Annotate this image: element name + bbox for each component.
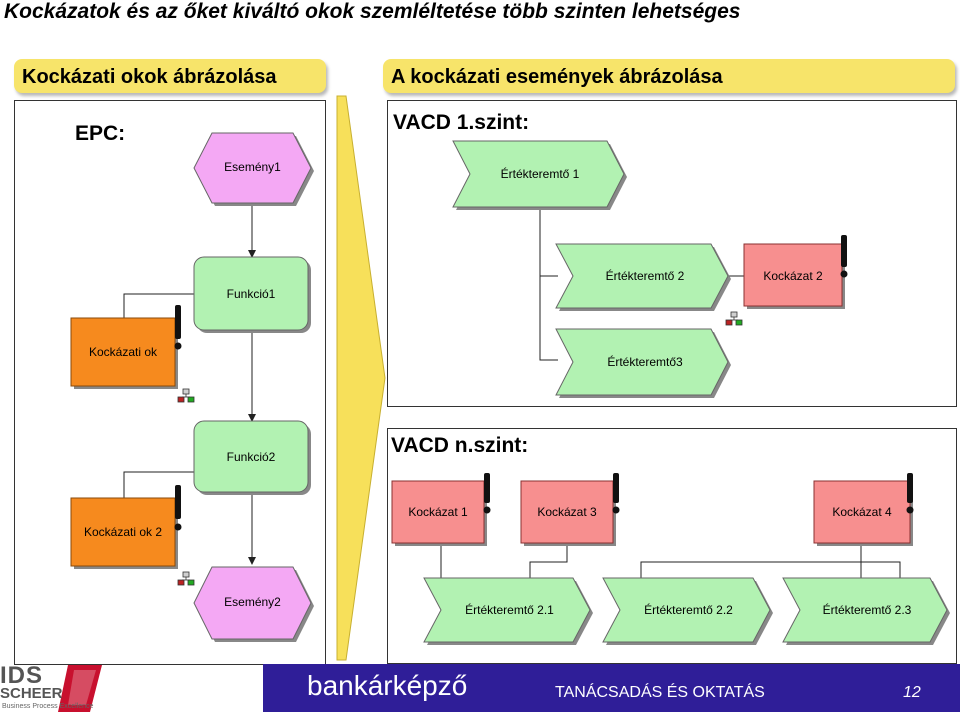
value-creator3-shape: [555, 328, 731, 398]
edge-function1-riskcause1: [123, 293, 194, 318]
risk2-shape: [743, 243, 845, 309]
edge-vc1-vc3: [539, 207, 558, 361]
risk3-shape: [520, 480, 616, 546]
footer-bar: bankárképző TANÁCSADÁS ÉS OKTATÁS 12: [263, 664, 960, 712]
right-section-header-text: A kockázati események ábrázolása: [391, 66, 723, 88]
value-creator21-shape: [423, 577, 593, 645]
exclamation-icon: [174, 485, 182, 531]
footer-tagline: TANÁCSADÁS ÉS OKTATÁS: [555, 684, 765, 701]
right-section-header: A kockázati események ábrázolása: [383, 59, 955, 93]
exclamation-icon: [906, 473, 914, 514]
page-title: Kockázatok és az őket kiváltó okok szeml…: [4, 0, 741, 23]
footer-brand: bankárképző: [307, 670, 468, 701]
vacd-level1-label: VACD 1.szint:: [393, 111, 530, 134]
value-creator22-shape: [602, 577, 773, 645]
event2-node[interactable]: Esemény2: [224, 595, 281, 609]
value-creator2-node[interactable]: Értékteremtő 2: [605, 269, 685, 283]
hierarchy-icon: [725, 311, 743, 326]
hierarchy-icon: [177, 571, 195, 586]
risk2-node[interactable]: Kockázat 2: [763, 269, 823, 283]
risk4-shape: [813, 480, 913, 546]
logo-text-top: IDS: [0, 662, 44, 689]
value-creator1-shape: [452, 140, 627, 210]
edge-function2-riskcause2: [123, 471, 194, 498]
risk-cause2-node[interactable]: Kockázati ok 2: [83, 525, 163, 539]
edge-vc22-vc23: [640, 561, 901, 578]
function1-shape: [193, 256, 311, 333]
risk-cause1-node[interactable]: Kockázati ok: [88, 345, 158, 359]
value-creator2-shape: [555, 243, 731, 311]
exclamation-icon: [840, 235, 848, 278]
value-creator1-node[interactable]: Értékteremtő 1: [500, 167, 580, 181]
value-creator22-node[interactable]: Értékteremtő 2.2: [644, 603, 733, 617]
event1-shape: [193, 132, 314, 206]
epc-label: EPC:: [75, 122, 126, 145]
value-creator21-node[interactable]: Értékteremtő 2.1: [465, 603, 554, 617]
left-section-header: Kockázati okok ábrázolása: [14, 59, 326, 93]
exclamation-icon: [174, 305, 182, 350]
function2-shape: [193, 420, 311, 495]
edge-risk3-vc21: [529, 545, 568, 578]
risk-cause1-shape: [70, 317, 178, 389]
value-creator23-node[interactable]: Értékteremtő 2.3: [822, 603, 912, 617]
ids-scheer-logo: [58, 665, 102, 712]
logo-tagline: Business Process Excellence: [2, 703, 94, 710]
exclamation-icon: [483, 473, 491, 514]
risk1-node[interactable]: Kockázat 1: [408, 505, 468, 519]
hierarchy-icon: [177, 388, 195, 403]
page-number: 12: [903, 684, 921, 701]
value-creator23-shape: [782, 577, 950, 645]
left-section-header-text: Kockázati okok ábrázolása: [22, 66, 277, 88]
event2-shape: [193, 566, 314, 642]
function1-node[interactable]: Funkció1: [226, 287, 276, 301]
function2-node[interactable]: Funkció2: [226, 450, 276, 464]
risk3-node[interactable]: Kockázat 3: [537, 505, 597, 519]
vacd-level-n-label: VACD n.szint:: [391, 434, 529, 457]
logo-text-bottom: SCHEER: [0, 685, 63, 702]
transition-arrow: [336, 95, 386, 661]
risk1-shape: [391, 480, 487, 546]
risk4-node[interactable]: Kockázat 4: [832, 505, 892, 519]
risk-cause2-shape: [70, 497, 178, 569]
value-creator3-node[interactable]: Értékteremtő3: [607, 355, 683, 369]
exclamation-icon: [612, 473, 620, 514]
event1-node[interactable]: Esemény1: [224, 160, 281, 174]
